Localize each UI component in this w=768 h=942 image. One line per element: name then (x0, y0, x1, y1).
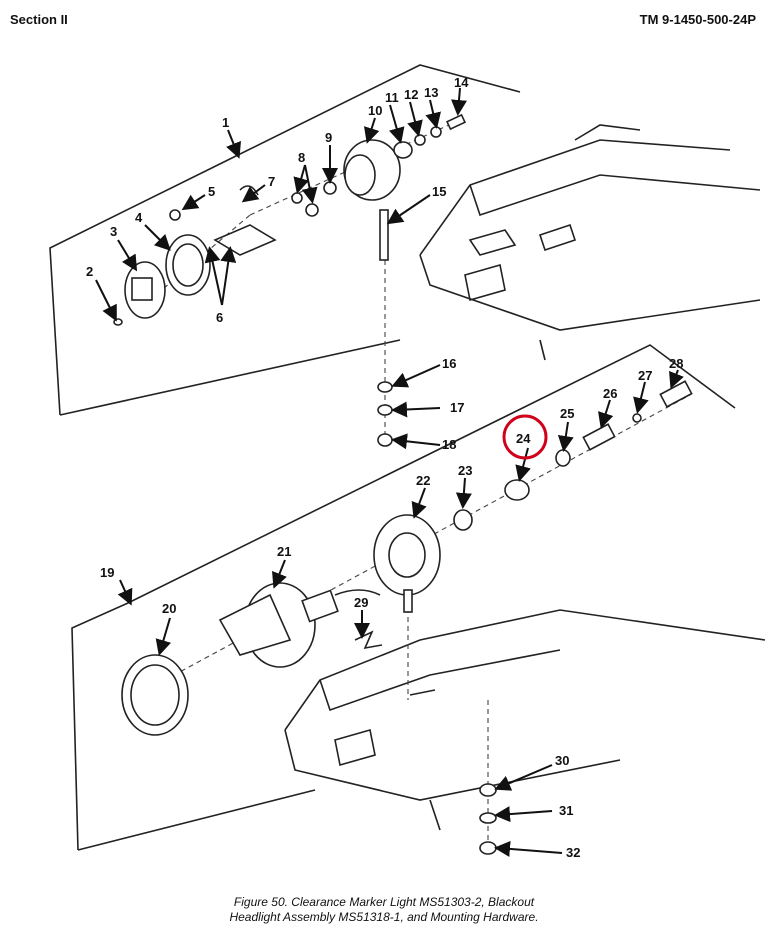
callout-9: 9 (325, 130, 332, 145)
callout-8: 8 (298, 150, 305, 165)
callout-1: 1 (222, 115, 229, 130)
callout-labels: 1 2 3 4 5 6 7 8 9 10 11 12 13 14 15 16 1… (86, 75, 683, 860)
callout-24-highlight (502, 414, 548, 460)
callout-5: 5 (208, 184, 215, 199)
callout-14: 14 (454, 75, 469, 90)
callout-22: 22 (416, 473, 430, 488)
callout-29: 29 (354, 595, 368, 610)
callout-31: 31 (559, 803, 573, 818)
callout-13: 13 (424, 85, 438, 100)
callout-3: 3 (110, 224, 117, 239)
section-label: Section II (10, 12, 68, 27)
callout-12: 12 (404, 87, 418, 102)
callout-23: 23 (458, 463, 472, 478)
figure-caption-line-1: Figure 50. Clearance Marker Light MS5130… (233, 895, 535, 909)
callout-26: 26 (603, 386, 617, 401)
callout-10: 10 (368, 103, 382, 118)
callout-16: 16 (442, 356, 456, 371)
callout-18: 18 (442, 437, 456, 452)
callout-24: 24 (516, 431, 531, 446)
callout-17: 17 (450, 400, 464, 415)
callout-30: 30 (555, 753, 569, 768)
tm-number: TM 9-1450-500-24P (639, 12, 756, 27)
callout-32: 32 (566, 845, 580, 860)
marker-light-parts (113, 113, 467, 447)
callout-11: 11 (385, 90, 399, 105)
headlight-parts (121, 380, 693, 855)
callout-20: 20 (162, 601, 176, 616)
callout-28: 28 (669, 356, 683, 371)
callout-2: 2 (86, 264, 93, 279)
callout-leaders (95, 87, 684, 857)
callout-4: 4 (135, 210, 143, 225)
fender-sketch-upper (419, 124, 761, 361)
fender-sketch-lower (284, 609, 766, 831)
callout-21: 21 (277, 544, 291, 559)
callout-7: 7 (268, 174, 275, 189)
callout-27: 27 (638, 368, 652, 383)
callout-19: 19 (100, 565, 114, 580)
callout-6: 6 (216, 310, 223, 325)
callout-15: 15 (432, 184, 446, 199)
callout-25: 25 (560, 406, 574, 421)
figure-caption-line-2: Headlight Assembly MS51318-1, and Mounti… (229, 910, 539, 924)
